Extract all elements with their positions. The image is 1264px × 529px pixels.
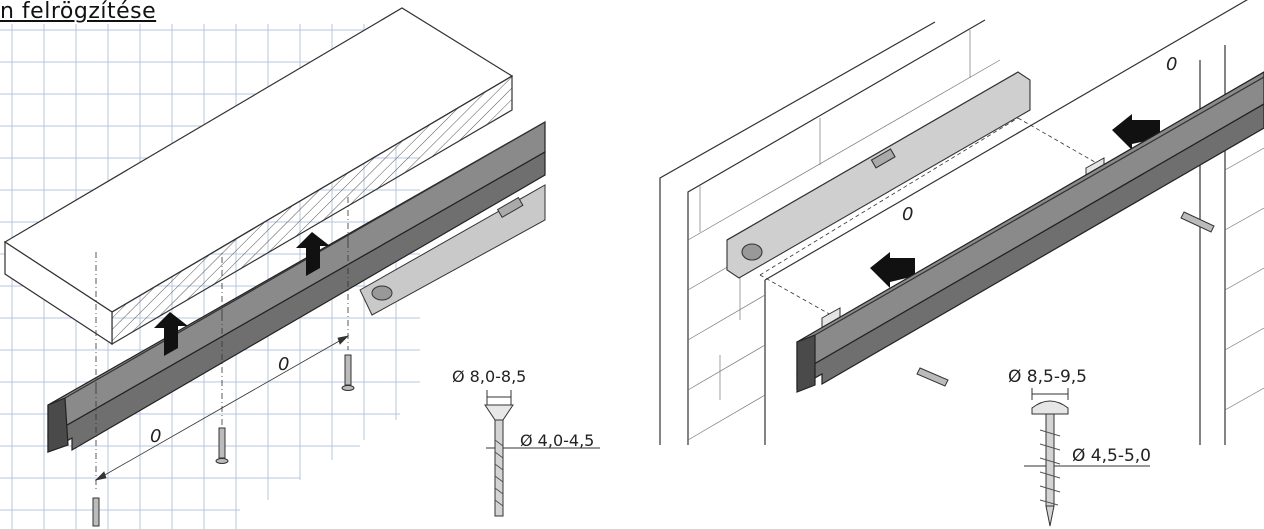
screw-head-diameter-label: Ø 8,5-9,5 xyxy=(1008,367,1087,387)
spirit-level-right xyxy=(726,71,1031,279)
screw-guide-lines xyxy=(95,195,349,490)
ceiling-slab xyxy=(3,7,514,346)
panhead-screw-detail xyxy=(1024,388,1150,527)
screw-shank-diameter-label: Ø 4,5-5,0 xyxy=(1072,446,1151,466)
spacing-label: 0 xyxy=(278,354,289,375)
countersunk-screw-detail xyxy=(484,390,600,517)
page-title: n felrögzítése xyxy=(0,0,157,24)
ceiling-rail xyxy=(47,120,546,454)
screw-icon xyxy=(92,354,355,527)
wall xyxy=(659,0,1248,445)
screw-shank-diameter-label: Ø 4,0-4,5 xyxy=(520,431,594,450)
left-arrow-icon xyxy=(870,114,1160,288)
screw-head-diameter-label: Ø 8,0-8,5 xyxy=(452,367,526,386)
level-guide-lines xyxy=(759,117,1101,321)
spacing-dimension-lines xyxy=(94,335,350,481)
up-arrow-icon xyxy=(154,232,330,356)
screw-icon xyxy=(916,211,1215,387)
spacing-label: 0 xyxy=(1166,54,1177,75)
wall-rail xyxy=(796,71,1264,393)
spirit-level-left xyxy=(359,184,546,316)
spacing-label: 0 xyxy=(902,204,913,225)
spacing-label: 0 xyxy=(150,426,161,447)
right-panel-wall-mount: 0 0 xyxy=(659,0,1264,527)
left-panel-ceiling-mount: 0 0 Ø 8,0-8,5 Ø 4,0-4,5 xyxy=(0,7,600,529)
